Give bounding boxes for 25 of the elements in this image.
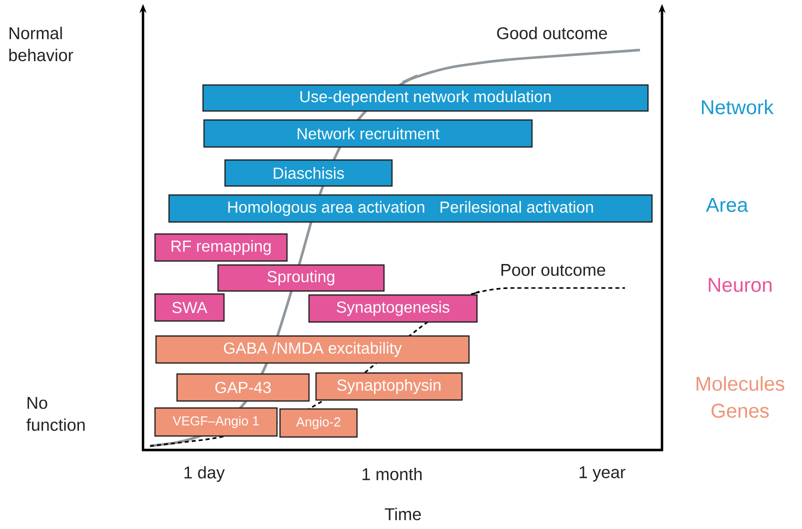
process-bar: RF remapping <box>154 233 288 262</box>
process-bar: GAP-43 <box>176 373 310 402</box>
category-label: Neuron <box>708 278 772 292</box>
process-bar: VEGF–Angio 1 <box>154 407 278 437</box>
process-bar: Angio-2 <box>279 408 358 438</box>
process-bar: Synaptogenesis <box>308 294 478 323</box>
tick-label: 1 day <box>184 466 225 482</box>
category-label: Area <box>706 198 748 212</box>
category-label: Molecules Genes <box>696 376 784 418</box>
process-bar: Homologous area activation Perilesional activation <box>168 194 653 223</box>
process-bar: GABA /NMDA excitability <box>155 335 470 364</box>
process-bar: Use-dependent network modulation <box>202 84 649 112</box>
axis-title: Time <box>384 508 421 520</box>
category-label: Network <box>702 100 774 114</box>
process-bar: SWA <box>154 293 225 322</box>
axis-label: Normal behavior <box>9 26 74 62</box>
process-bar: Sprouting <box>217 264 385 292</box>
tick-label: 1 month <box>362 468 422 480</box>
process-bar: Diaschisis <box>224 159 393 187</box>
process-bar: Network recruitment <box>203 119 533 148</box>
process-bar: Synaptophysin <box>315 372 463 401</box>
axis-label: No function <box>26 397 85 431</box>
tick-label: 1 year <box>580 466 626 482</box>
curve-label: Poor outcome <box>501 264 606 276</box>
curve-label: Good outcome <box>497 26 607 40</box>
